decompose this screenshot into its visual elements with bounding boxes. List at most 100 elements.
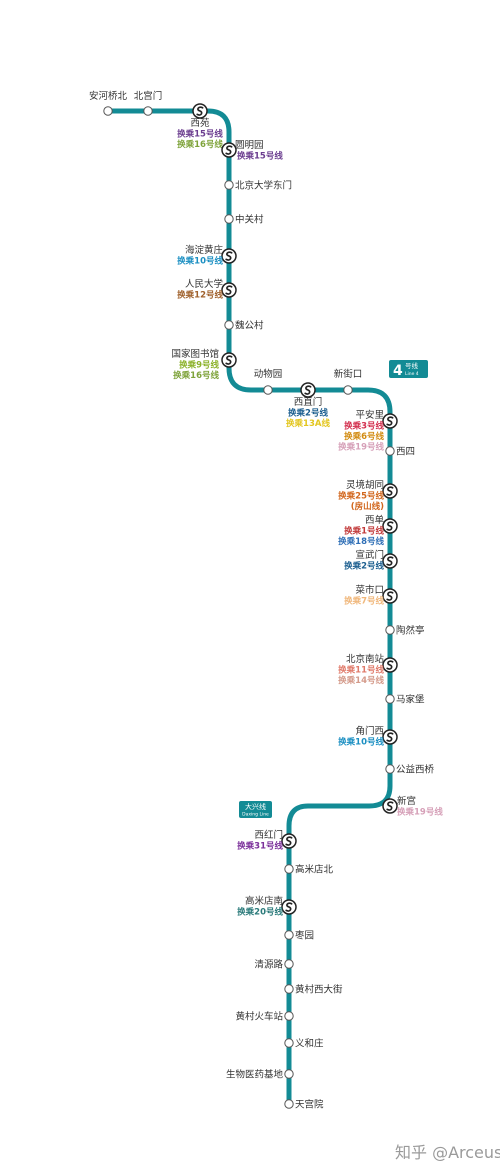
station-name: 西单 [365,514,385,526]
station-anheqiaobei[interactable]: 安河桥北 [89,90,128,116]
station-name: 北宫门 [134,90,163,102]
station-name: 中关村 [235,214,264,226]
station-name: 海淀黄庄 [185,244,224,256]
transfer-label: 换乘16号线 [173,370,219,381]
line-4-badge-english: Line 4 [405,371,419,377]
transfer-label: 换乘31号线 [237,841,283,852]
transfer-label: 换乘2号线 [288,408,328,419]
station-name: 公益西桥 [396,764,435,776]
station-name: 高米店北 [295,864,334,876]
station-name: 义和庄 [295,1038,324,1050]
transfer-icon [304,385,312,395]
station-marker [343,385,353,395]
station-name: 生物医药基地 [226,1069,284,1081]
transfer-icon [386,660,394,670]
transfer-label: 换乘20号线 [237,907,283,918]
line-4-badge: 4 号线 Line 4 [389,360,428,379]
station-beigongmen[interactable]: 北宫门 [134,90,163,116]
transfer-icon [285,836,293,846]
station-gongyixiqiao[interactable]: 公益西桥 [385,764,435,776]
transfer-label: (房山线) [351,501,384,512]
transfer-icon [225,251,233,261]
station-name: 黄村西大街 [295,984,343,996]
daxing-line-badge-english: Daxing Line [242,812,269,818]
stations-layer: 安河桥北北宫门西苑换乘15号线换乘16号线圆明园换乘15号线北京大学东门中关村海… [89,90,443,1111]
transfer-icon [225,145,233,155]
station-marker [284,864,294,874]
station-weigongcun[interactable]: 魏公村 [224,320,264,332]
station-huangcunhuochezhan[interactable]: 黄村火车站 [235,1011,294,1023]
station-name: 清源路 [254,959,283,971]
transfer-label: 换乘10号线 [338,737,384,748]
station-name: 西直门 [294,396,323,408]
station-name: 圆明园 [235,140,264,151]
line-4-badge-background [389,360,428,378]
station-tiangongyuan[interactable]: 天宫院 [284,1099,324,1111]
line-4-route [105,108,393,1107]
station-name: 角门西 [355,725,384,737]
station-marker [284,959,294,969]
station-shengwuyiyaojidi[interactable]: 生物医药基地 [226,1069,294,1081]
station-marker [284,984,294,994]
station-xinjiekou[interactable]: 新街口 [334,368,363,395]
daxing-line-badge-background [239,801,272,818]
transfer-icon [386,416,394,426]
transfer-icon [225,355,233,365]
transfer-label: 换乘18号线 [338,536,384,547]
station-huangcunxidajie[interactable]: 黄村西大街 [284,984,343,996]
station-qingyuanlu[interactable]: 清源路 [254,959,294,971]
transfer-icon [285,902,293,912]
station-zaoyuan[interactable]: 枣园 [284,930,314,942]
station-marker [284,930,294,940]
station-marker [224,180,234,190]
watermark: 知乎 @Arceus [395,1143,500,1162]
station-dongwuyuan[interactable]: 动物园 [254,368,283,395]
station-pkueast[interactable]: 北京大学东门 [224,180,292,192]
transfer-icon [386,486,394,496]
station-name: 魏公村 [235,320,264,332]
station-name: 平安里 [355,409,384,421]
station-xisi[interactable]: 西四 [385,446,415,458]
transfer-label: 换乘14号线 [338,675,384,686]
station-name: 新宫 [397,795,416,807]
transfer-label: 换乘9号线 [179,360,219,371]
station-gaomidianbei[interactable]: 高米店北 [284,864,334,876]
station-name: 北京大学东门 [235,180,292,192]
station-name: 灵境胡同 [346,479,384,491]
station-yihezhuang[interactable]: 义和庄 [284,1038,324,1050]
station-name: 西苑 [190,117,210,129]
station-name: 国家图书馆 [171,348,219,360]
station-marker [284,1011,294,1021]
station-majiapu[interactable]: 马家堡 [385,694,425,706]
transfer-label: 换乘16号线 [177,139,223,150]
station-name: 北京南站 [346,653,385,665]
transfer-label: 换乘25号线 [338,491,384,502]
transfer-label: 换乘19号线 [338,442,384,453]
station-taoranting[interactable]: 陶然亭 [385,625,425,637]
transfer-label: 换乘10号线 [177,256,223,267]
station-name: 西红门 [254,829,283,841]
transfer-icon [386,556,394,566]
station-marker [385,764,395,774]
station-marker [385,694,395,704]
station-name: 马家堡 [396,694,425,706]
station-marker [103,106,113,116]
station-zhongguancun[interactable]: 中关村 [224,214,264,226]
